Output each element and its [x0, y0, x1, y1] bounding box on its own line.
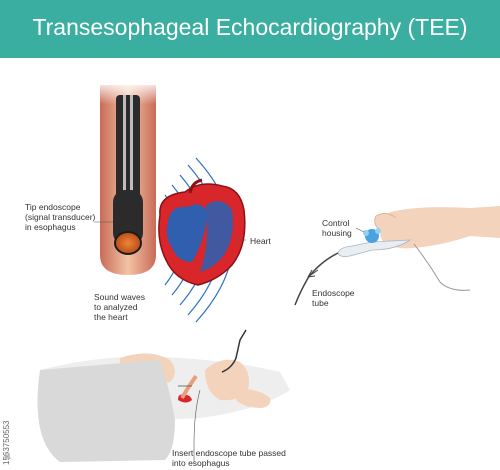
patient-illustration — [37, 329, 290, 462]
stock-logo: a — [4, 448, 11, 462]
hand-illustration — [294, 206, 500, 306]
tip-endoscope-label: Tip endoscope (signal transducer) in eso… — [25, 202, 96, 232]
heart-illustration — [158, 178, 246, 286]
insert-tube-label: Insert endoscope tube passed into esopha… — [172, 448, 286, 468]
heart-label: Heart — [250, 236, 271, 246]
page-title: Transesophageal Echocardiography (TEE) — [32, 14, 468, 40]
esophagus-illustration — [94, 80, 156, 275]
endoscope-tube-label: Endoscope tube — [312, 288, 355, 308]
sound-waves-label: Sound waves to analyzed the heart — [94, 292, 146, 322]
control-housing-label: Control housing — [322, 218, 352, 238]
title-banner — [0, 0, 500, 58]
